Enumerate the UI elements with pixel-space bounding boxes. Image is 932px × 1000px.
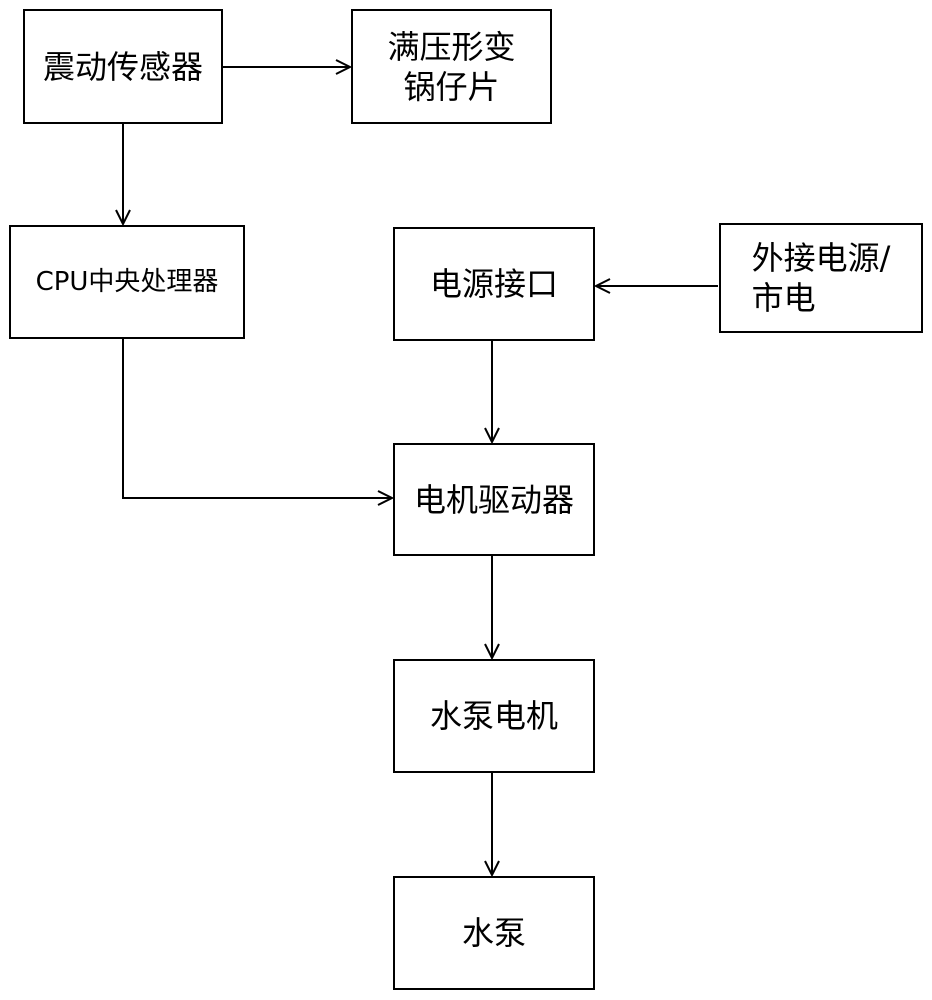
node-label: 电机驱动器 <box>413 480 574 519</box>
edge-cpu-to-driver <box>122 339 392 499</box>
arrowhead-pump <box>484 860 500 878</box>
node-label: 外接电源/ 市电 <box>751 239 891 317</box>
node-label: 水泵电机 <box>429 697 558 735</box>
node-motor-driver: 电机驱动器 <box>393 443 595 556</box>
arrowhead-driver-top <box>484 427 500 445</box>
arrowhead-interface <box>593 278 611 294</box>
node-pump-motor: 水泵电机 <box>393 659 595 773</box>
arrowhead-cpu <box>115 209 131 227</box>
node-power-interface: 电源接口 <box>393 227 595 341</box>
node-label: 电源接口 <box>429 265 558 303</box>
node-cpu: CPU中央处理器 <box>9 225 245 339</box>
node-pump: 水泵 <box>393 876 595 990</box>
node-label: CPU中央处理器 <box>35 267 219 297</box>
node-label: 水泵 <box>461 914 526 952</box>
node-external-power: 外接电源/ 市电 <box>719 223 923 333</box>
arrowhead-buzzer <box>335 59 353 75</box>
node-label: 满压形变 锅仔片 <box>387 27 516 106</box>
arrowhead-motor <box>484 643 500 661</box>
arrowhead-driver-left <box>377 490 395 506</box>
node-vibration-sensor: 震动传感器 <box>23 9 223 124</box>
node-buzzer: 满压形变 锅仔片 <box>351 9 552 124</box>
node-label: 震动传感器 <box>42 47 203 86</box>
